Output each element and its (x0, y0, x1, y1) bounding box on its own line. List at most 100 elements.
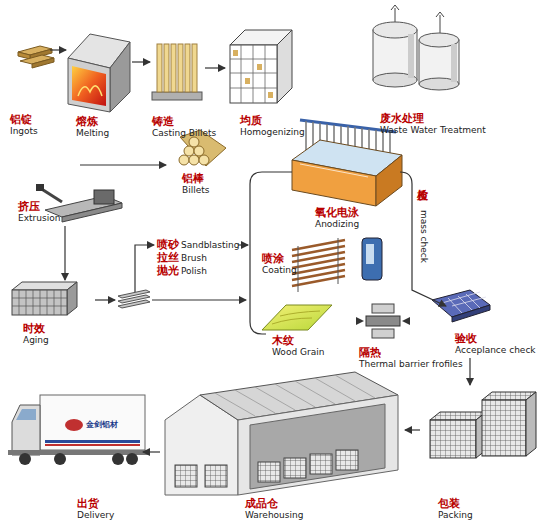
warehouse-building-part (238, 395, 398, 495)
english-label: Waste Water Treatment (380, 125, 486, 136)
thermal-barrier-symbol-part (402, 317, 410, 325)
furnace-illustration-part (78, 86, 102, 96)
english-label: Billets (182, 185, 209, 196)
warehouse-building (165, 372, 398, 495)
step-label: 铸造Casting Billets (152, 115, 216, 139)
homogenizing-oven-part (268, 92, 273, 98)
flow-arrow (143, 451, 160, 452)
english-label: Anodizing (315, 219, 359, 230)
packing-step: 包装Packing (420, 385, 545, 520)
billets-step: 铝棒Billets (170, 135, 230, 198)
chinese-label: 挤压 (18, 200, 60, 213)
packing-crates-part (482, 400, 526, 456)
wood-grain-sheet (262, 305, 332, 330)
melting-step: 熔炼Melting (66, 25, 132, 137)
aging-oven-part (67, 282, 77, 315)
profiles-illustration-part (118, 300, 150, 308)
furnace-illustration (68, 34, 130, 112)
process-note: Sandblasting (181, 240, 240, 251)
english-label: Delivery (77, 510, 114, 521)
extrusion-press-part (36, 184, 44, 191)
homogenizing-oven-part (277, 30, 292, 103)
casting-illustration-part (192, 44, 197, 92)
billets-pile-part (179, 155, 189, 165)
delivery-truck-part (65, 419, 83, 431)
casting-illustration-part (164, 44, 169, 92)
homogenizing-oven-part (245, 78, 250, 84)
acceptance-tray-part (452, 305, 490, 322)
chinese-label: 铝锭 (10, 113, 38, 126)
delivery-truck-part (126, 453, 138, 465)
furnace-illustration-part (72, 66, 106, 106)
anodizing-tank-part (300, 164, 368, 177)
chinese-label: 均质 (240, 114, 305, 127)
bracket-lines-part (135, 245, 154, 292)
truck-logo-text: 金剑铝材 (86, 420, 118, 430)
aging-step: 时效Aging (8, 280, 93, 345)
chinese-label: 成品仓 (245, 497, 303, 510)
aging-oven-part (12, 290, 67, 315)
extrusion-press-part (62, 203, 122, 222)
delivery-truck-part (8, 450, 148, 455)
step-label: 废水处理Waste Water Treatment (380, 112, 486, 136)
thermal-barrier-symbol (356, 304, 410, 338)
bracket-lines-part (95, 299, 115, 300)
step-label: 熔炼Melting (76, 115, 109, 139)
aging-oven-part (12, 282, 77, 290)
coating-step: 喷涂Coating (258, 232, 388, 292)
casting-illustration-part (152, 92, 202, 100)
coating-line (292, 238, 382, 292)
delivery-step: 出货Delivery (5, 385, 143, 520)
chinese-label: 喷涂 (262, 252, 297, 265)
english-label: Thermal barrier frofiles (359, 359, 463, 370)
step-label: 铝锭Ingots (10, 113, 38, 137)
chinese-label: 隔热 (359, 346, 463, 359)
extrusion-press-part (94, 190, 114, 204)
chinese-label: 熔炼 (76, 115, 109, 128)
process-note: mass check (418, 210, 429, 263)
step-label: 挤压Extrusion (18, 200, 60, 224)
process-note: Polish (181, 266, 207, 277)
packing-crates (430, 392, 536, 458)
delivery-truck-part (45, 444, 140, 446)
delivery-truck-part (40, 395, 145, 450)
extrusion-step: 挤压Extrusion (10, 180, 122, 226)
billets-pile-part (199, 155, 209, 165)
homogenizing-oven-part (230, 45, 277, 103)
english-label: Packing (438, 510, 473, 521)
delivery-truck-part (112, 453, 124, 465)
english-label: Acceplance check (455, 345, 536, 356)
english-label: Warehousing (245, 510, 303, 521)
homogenizing-oven (230, 30, 292, 103)
thermal-barrier-symbol-part (366, 316, 400, 326)
english-label: Ingots (10, 126, 38, 137)
aging-oven (12, 282, 77, 315)
warehouse-building-part (175, 465, 197, 487)
casting-illustration-part (157, 44, 162, 92)
step-label: 成品仓Warehousing (245, 497, 303, 521)
chinese-label: 出货 (77, 497, 114, 510)
delivery-truck-part (54, 453, 66, 465)
bracket-lines-part (80, 164, 166, 165)
flow-arrow (205, 67, 225, 68)
delivery-truck-part (12, 405, 40, 455)
billets-pile-part (189, 137, 199, 147)
step-label: 喷涂Coating (262, 252, 297, 276)
casting-illustration-part (171, 44, 176, 92)
casting-step: 铸造Casting Billets (150, 35, 205, 135)
coating-line-part (366, 244, 374, 264)
step-label: 铝棒Billets (182, 172, 209, 196)
english-label: Extrusion (18, 213, 60, 224)
homogenizing-oven-part (230, 45, 277, 103)
anodizing-tank-part (292, 160, 376, 206)
warehouse-building-part (284, 458, 306, 478)
thermal-barrier-symbol-part (356, 317, 364, 325)
thermal-barrier-symbol-part (372, 329, 394, 338)
anodizing-step: 氧化电泳Anodizing (285, 110, 405, 230)
flow-arrow (64, 226, 65, 280)
waste-water-tanks-part (408, 34, 414, 78)
packing-crates-part (430, 420, 476, 458)
step-label: 均质Homogenizing (240, 114, 305, 138)
warehouse-building-part (205, 465, 227, 487)
step-label: 出货Delivery (77, 497, 114, 521)
